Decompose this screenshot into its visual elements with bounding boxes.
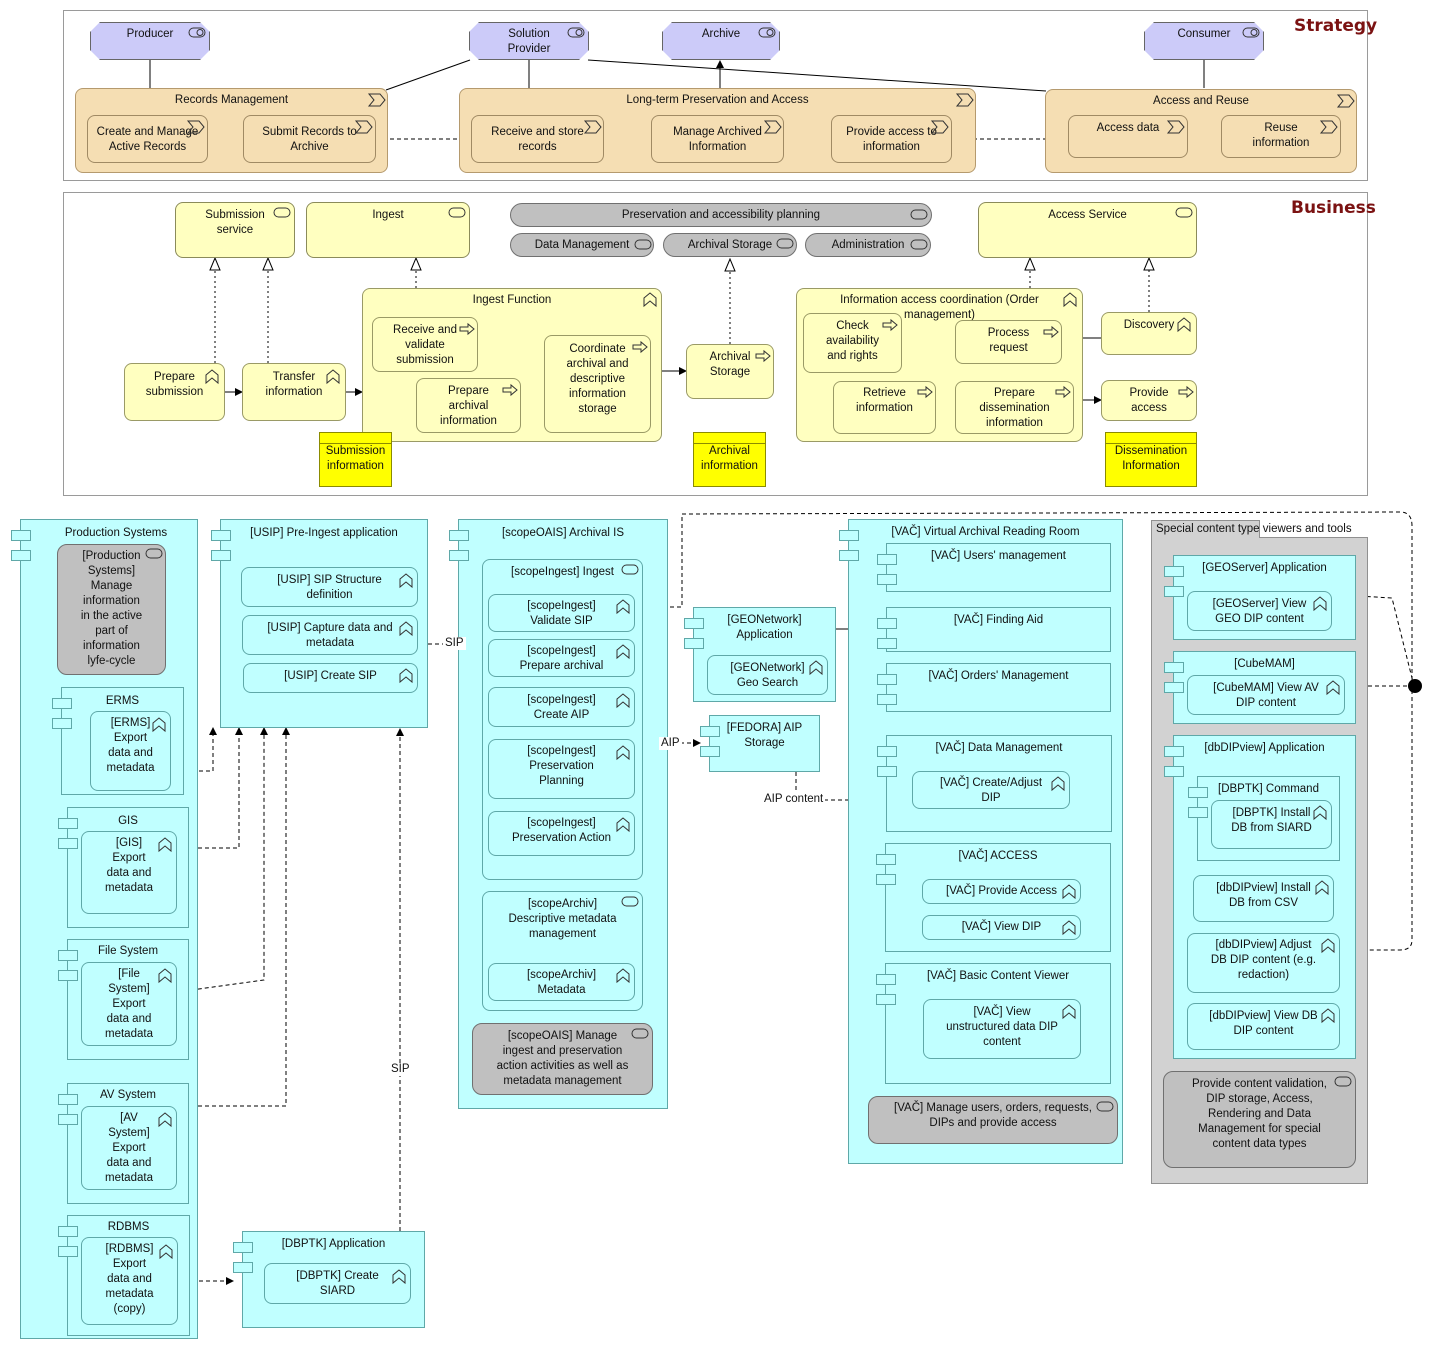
scope-note: [scopeOAIS] Manage ingest and preservati… [472, 1023, 653, 1095]
function-erms-export: [ERMS] Export data and metadata [90, 711, 171, 791]
stakeholder-producer: Producer [90, 22, 210, 60]
process-process-request: Process request [955, 320, 1062, 364]
function-vac-view-unstructured: [VAČ] View unstructured data DIP content [923, 999, 1081, 1059]
vac-note: [VAČ] Manage users, orders, requests, DI… [868, 1096, 1118, 1144]
service-access: Access Service [978, 202, 1197, 258]
process-receive-validate: Receive and validate submission [372, 317, 478, 372]
function-usip-create-sip: [USIP] Create SIP [243, 663, 418, 693]
stakeholder-archive: Archive [662, 22, 780, 60]
object-submission-information: Submission information [319, 432, 392, 487]
service-archival-storage: Archival Storage [663, 233, 797, 257]
capability-manage-archived: Manage Archived Information [651, 115, 784, 163]
function-vac-provide-access: [VAČ] Provide Access [922, 879, 1081, 904]
business-layer-label: Business [1291, 198, 1376, 218]
function-dbdip-install-csv: [dbDIPview] Install DB from CSV [1193, 875, 1334, 922]
process-prepare-dissemination: Prepare dissemination information [955, 381, 1074, 434]
service-ingest: Ingest [306, 202, 470, 258]
function-discovery: Discovery [1101, 312, 1197, 355]
component-vac-finding-aid: [VAČ] Finding Aid [877, 607, 1111, 652]
service-preservation-planning: Preservation and accessibility planning [510, 203, 932, 227]
stakeholder-solution-provider: Solution Provider [469, 22, 589, 60]
flow-label-sip: SIP [443, 637, 466, 650]
function-dbptk-install-siard: [DBPTK] Install DB from SIARD [1211, 800, 1332, 849]
capability-receive-store: Receive and store records [471, 115, 604, 163]
flow-label-sip-dbptk: SIP [389, 1063, 412, 1076]
function-gis-export: [GIS] Export data and metadata [81, 831, 177, 914]
function-scope-preservation-action: [scopeIngest] Preservation Action [488, 811, 635, 856]
capability-reuse-info: Reuse information [1221, 115, 1341, 158]
function-scope-preservation-planning: [scopeIngest] Preservation Planning [488, 739, 635, 799]
function-usip-capture: [USIP] Capture data and metadata [242, 615, 418, 655]
function-scope-archiv-metadata: [scopeArchiv] Metadata [488, 963, 635, 1001]
process-prepare-archival: Prepare archival information [416, 378, 521, 433]
component-vac-users-management: [VAČ] Users' management [877, 543, 1111, 592]
service-submission: Submission service [175, 202, 295, 258]
stakeholder-consumer: Consumer [1144, 22, 1264, 60]
function-vac-create-adjust-dip: [VAČ] Create/Adjust DIP [912, 771, 1070, 809]
function-usip-sip-structure: [USIP] SIP Structure definition [241, 567, 418, 607]
process-prepare-submission: Prepare submission [124, 363, 225, 421]
strategy-layer-label: Strategy [1294, 16, 1378, 36]
capability-create-manage: Create and Manage Active Records [87, 115, 208, 163]
flow-label-aip-content: AIP content [762, 793, 826, 806]
function-scope-prepare-archival: [scopeIngest] Prepare archival [488, 639, 635, 677]
service-data-management: Data Management [510, 233, 654, 257]
component-vac-orders-management: [VAČ] Orders' Management [877, 663, 1111, 712]
function-dbdip-view-db: [dbDIPview] View DB DIP content [1187, 1003, 1340, 1050]
component-fedora-aip-storage: [FEDORA] AIP Storage [700, 715, 820, 772]
process-coordinate-storage: Coordinate archival and descriptive info… [544, 335, 651, 433]
capability-access-data: Access data [1068, 115, 1188, 158]
object-archival-information: Archival information [693, 432, 766, 487]
function-av-export: [AV System] Export data and metadata [81, 1106, 177, 1190]
flow-label-aip: AIP [659, 737, 682, 750]
function-geonetwork-geo-search: [GEONetwork] Geo Search [707, 655, 828, 695]
group-special-content-tab [1151, 520, 1260, 538]
special-note: Provide content validation, DIP storage,… [1163, 1071, 1356, 1168]
process-transfer-information: Transfer information [242, 363, 346, 421]
service-administration: Administration [805, 233, 931, 257]
function-dbdip-adjust: [dbDIPview] Adjust DB DIP content (e.g. … [1187, 933, 1340, 993]
capability-provide-access-info: Provide access to information [831, 115, 952, 163]
process-provide-access: Provide access [1101, 380, 1197, 421]
function-dbptk-create-siard: [DBPTK] Create SIARD [264, 1263, 411, 1304]
function-scope-create-aip: [scopeIngest] Create AIP [488, 687, 635, 727]
capability-submit-records: Submit Records to Archive [243, 115, 376, 163]
process-retrieve-information: Retrieve information [833, 381, 936, 434]
function-scope-validate-sip: [scopeIngest] Validate SIP [488, 594, 635, 632]
process-archival-storage: Archival Storage [686, 344, 774, 399]
group-special-content-title: Special content type viewers and tools [1156, 523, 1352, 535]
function-vac-view-dip: [VAČ] View DIP [922, 915, 1081, 940]
function-fs-export: [File System] Export data and metadata [81, 962, 177, 1046]
object-dissemination-information: Dissemination Information [1105, 432, 1197, 487]
function-cubemam-view: [CubeMAM] View AV DIP content [1187, 675, 1345, 715]
production-note: [Production Systems] Manage information … [57, 544, 166, 675]
function-geoserver-view: [GEOServer] View GEO DIP content [1187, 591, 1332, 631]
function-rdbms-export: [RDBMS] Export data and metadata (copy) [81, 1237, 178, 1325]
process-check-availability: Check availability and rights [803, 313, 902, 373]
